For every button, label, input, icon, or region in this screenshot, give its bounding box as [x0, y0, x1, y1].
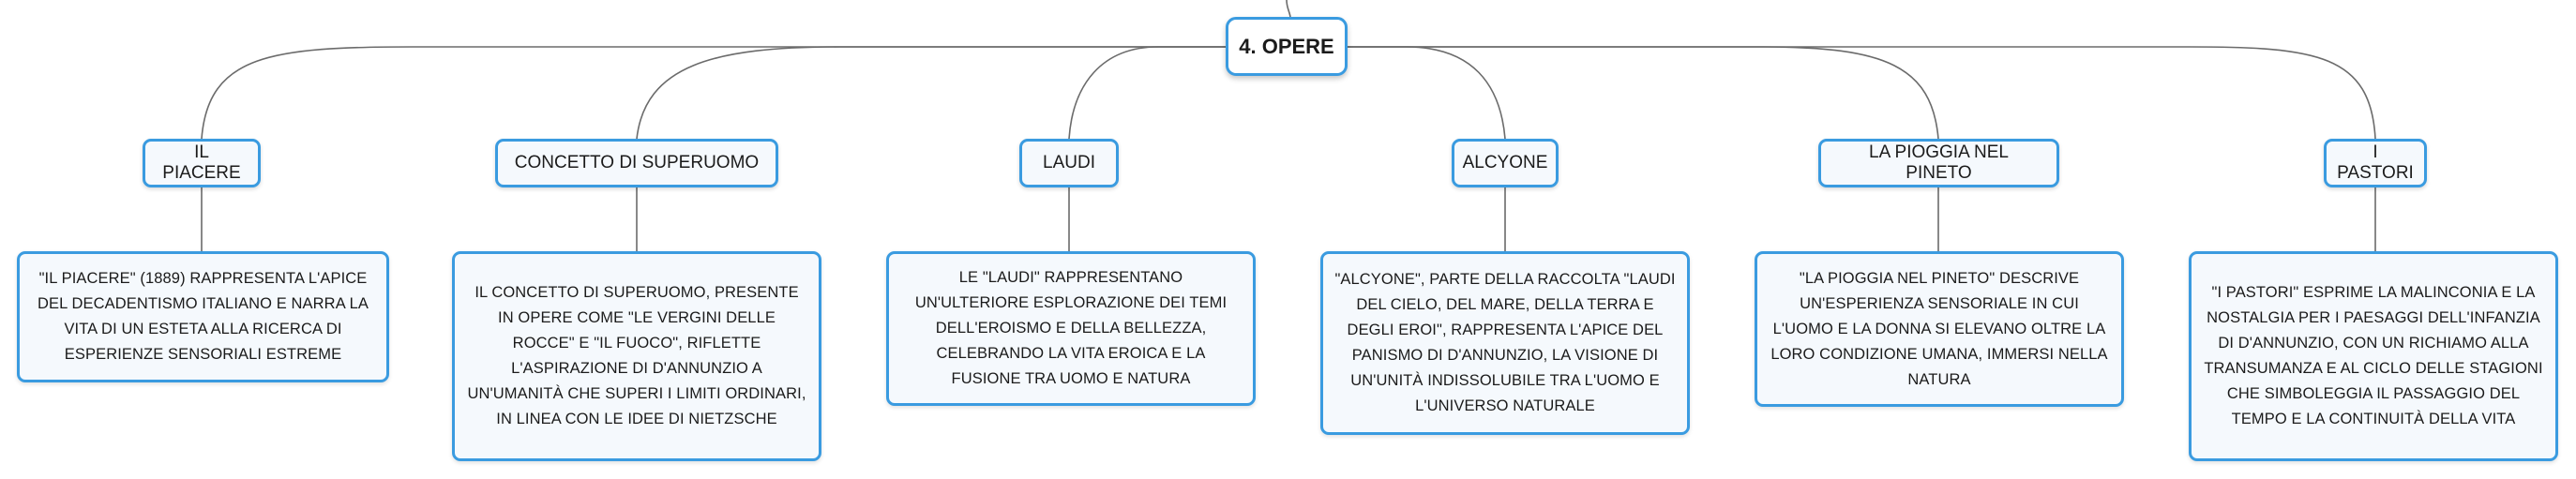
root-topic-opere[interactable]: 4. OPERE [1226, 17, 1348, 76]
topic-label: IL PIACERE [162, 142, 241, 183]
connector-root-il-piacere [201, 46, 1226, 140]
connector-root-alcyone [1348, 46, 1506, 140]
detail-text: "ALCYONE", PARTE DELLA RACCOLTA "LAUDI D… [1334, 271, 1676, 414]
connector-root-superuomo [636, 46, 1226, 140]
topic-label: LAUDI [1043, 153, 1095, 172]
topic-alcyone[interactable]: ALCYONE [1452, 139, 1559, 187]
topic-label: I PASTORI [2337, 142, 2414, 183]
connector-parent-stub [1286, 0, 1291, 18]
detail-text: "IL PIACERE" (1889) RAPPRESENTA L'APICE … [38, 270, 369, 363]
detail-alcyone[interactable]: "ALCYONE", PARTE DELLA RACCOLTA "LAUDI D… [1320, 251, 1690, 435]
root-topic-label: 4. OPERE [1239, 34, 1334, 58]
connector-root-laudi [1068, 46, 1226, 140]
topic-laudi[interactable]: LAUDI [1019, 139, 1119, 187]
topic-label: LA PIOGGIA NEL PINETO [1869, 142, 2009, 183]
detail-i-pastori[interactable]: "I PASTORI" ESPRIME LA MALINCONIA E LA N… [2189, 251, 2558, 461]
topic-concetto-di-superuomo[interactable]: CONCETTO DI SUPERUOMO [495, 139, 778, 187]
detail-il-piacere[interactable]: "IL PIACERE" (1889) RAPPRESENTA L'APICE … [17, 251, 389, 382]
topic-la-pioggia-nel-pineto[interactable]: LA PIOGGIA NEL PINETO [1818, 139, 2059, 187]
detail-la-pioggia-nel-pineto[interactable]: "LA PIOGGIA NEL PINETO" DESCRIVE UN'ESPE… [1755, 251, 2124, 407]
topic-label: ALCYONE [1462, 153, 1548, 172]
connector-root-pioggia [1348, 46, 1939, 140]
detail-laudi[interactable]: LE "LAUDI" RAPPRESENTANO UN'ULTERIORE ES… [886, 251, 1256, 406]
connector-root-pastori [1348, 46, 2376, 140]
topic-il-piacere[interactable]: IL PIACERE [143, 139, 261, 187]
detail-text: IL CONCETTO DI SUPERUOMO, PRESENTE IN OP… [467, 284, 806, 427]
detail-text: "LA PIOGGIA NEL PINETO" DESCRIVE UN'ESPE… [1770, 269, 2108, 388]
detail-text: LE "LAUDI" RAPPRESENTANO UN'ULTERIORE ES… [914, 269, 1228, 387]
detail-text: "I PASTORI" ESPRIME LA MALINCONIA E LA N… [2204, 284, 2543, 427]
detail-concetto-di-superuomo[interactable]: IL CONCETTO DI SUPERUOMO, PRESENTE IN OP… [452, 251, 821, 461]
topic-label: CONCETTO DI SUPERUOMO [514, 153, 760, 172]
topic-i-pastori[interactable]: I PASTORI [2324, 139, 2427, 187]
